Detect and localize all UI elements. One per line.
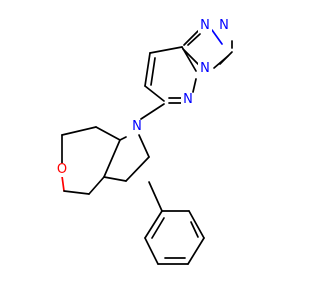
bond xyxy=(181,46,197,72)
bond xyxy=(61,175,65,192)
atom-n-triazole-2: N xyxy=(217,19,231,33)
bond xyxy=(63,190,90,195)
bond xyxy=(211,29,223,45)
atom-n-triazole-1: N xyxy=(198,19,212,33)
bond xyxy=(144,210,163,239)
bond xyxy=(192,78,197,93)
molecule-drawing: N O N N N N xyxy=(55,19,233,265)
bond xyxy=(148,181,163,212)
atom-n-pyridazine-1: N xyxy=(181,93,195,107)
bond xyxy=(95,126,121,141)
atom-n-pyridazine-2: N xyxy=(198,62,212,76)
bond xyxy=(88,176,105,195)
bond xyxy=(138,134,150,158)
bond xyxy=(190,221,199,238)
bond xyxy=(151,217,165,239)
bond xyxy=(187,237,205,265)
bond-layer xyxy=(61,29,233,265)
atom-o-pyran: O xyxy=(55,162,69,177)
bond xyxy=(144,85,165,102)
bond xyxy=(188,210,205,239)
bond xyxy=(219,51,233,65)
bond xyxy=(150,57,156,86)
bond xyxy=(144,237,159,265)
bond xyxy=(61,126,97,136)
bond xyxy=(140,103,165,120)
bond xyxy=(125,156,150,182)
bond xyxy=(103,176,127,182)
bond xyxy=(103,139,121,178)
bond xyxy=(183,30,199,46)
bond xyxy=(119,136,127,141)
bond xyxy=(187,33,201,46)
atom-n-pyrrolidine: N xyxy=(130,120,144,134)
bond xyxy=(144,52,151,87)
bond xyxy=(149,46,183,54)
